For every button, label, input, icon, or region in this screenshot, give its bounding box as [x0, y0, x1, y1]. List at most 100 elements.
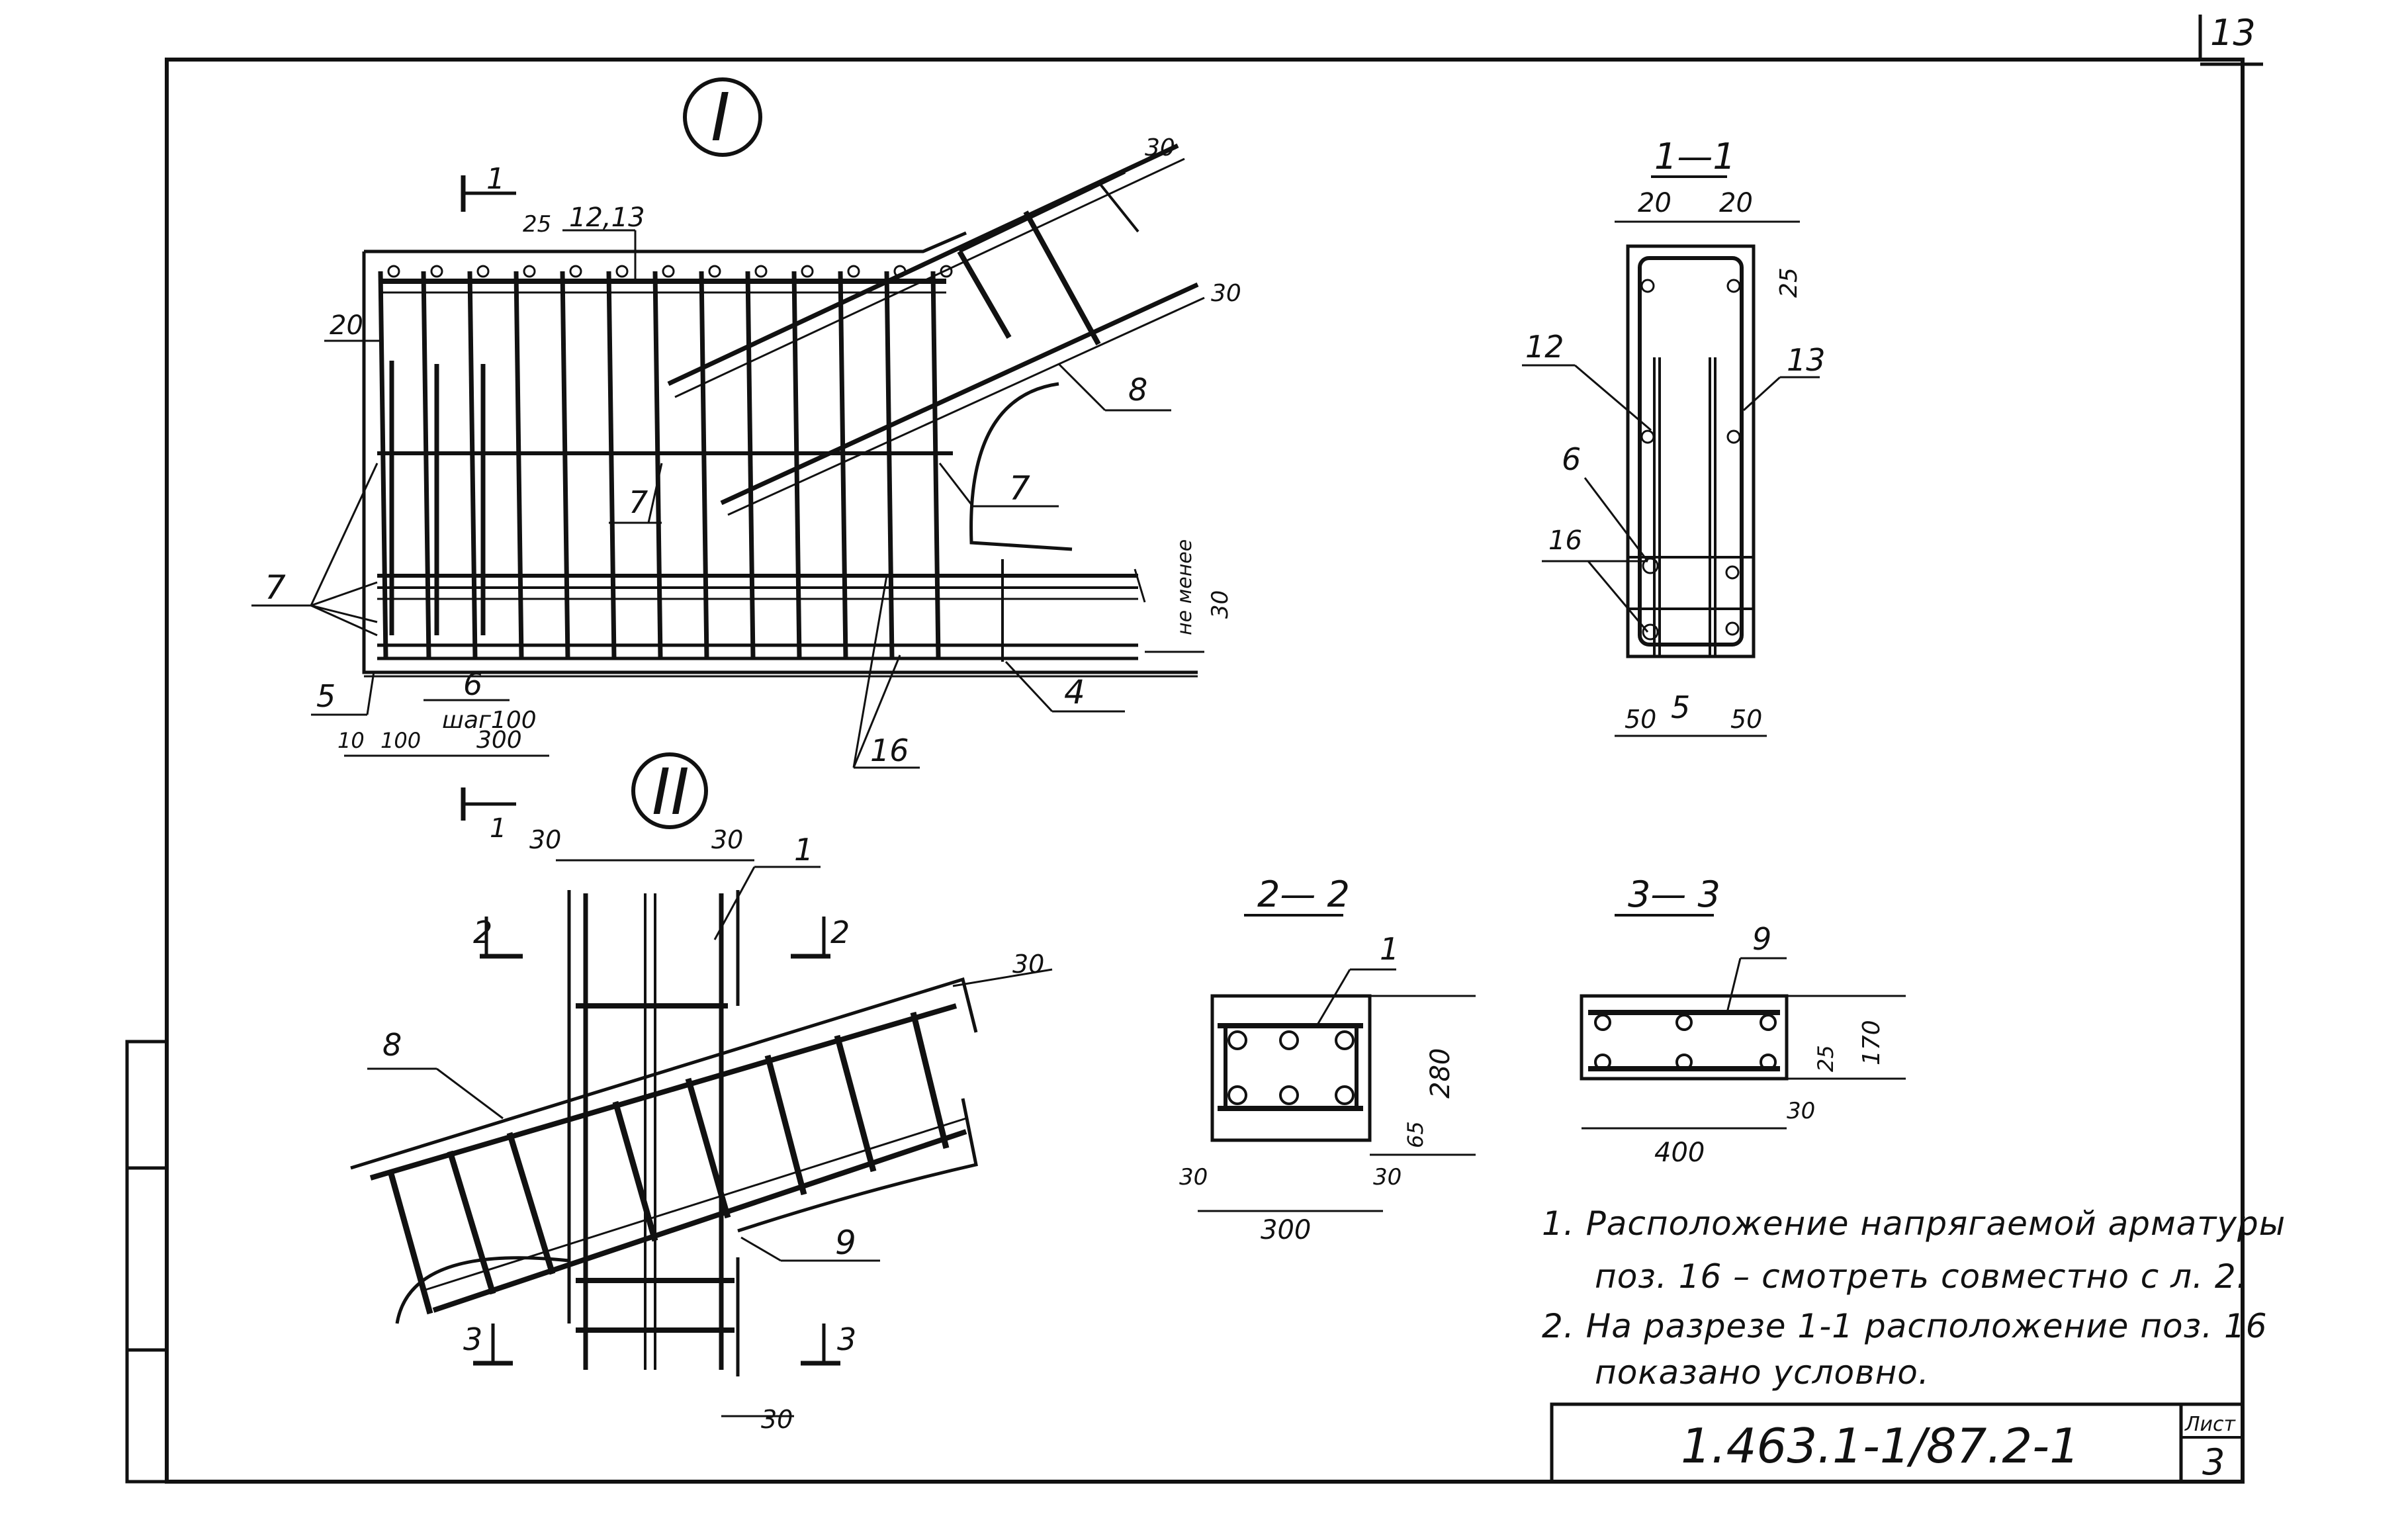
node-2-stirrups	[387, 1011, 950, 1315]
stamp-sheet-number: 3	[2202, 1441, 2225, 1483]
note-2-line-1: 2. На разрезе 1-1 расположение поз. 16	[1542, 1307, 2268, 1345]
label-5-top: 5	[316, 678, 335, 714]
bar-dot-1-4	[523, 265, 536, 278]
section-3-3-title: 3— 3	[1628, 874, 1720, 915]
section-2-2-drawing	[1210, 994, 1372, 1142]
note-2-line-2: показано условно.	[1595, 1353, 1930, 1392]
bar-dot-1-2	[430, 265, 443, 278]
stirrup-2-5	[685, 1077, 731, 1219]
label-2-right: 2	[830, 915, 850, 950]
label-5-sec: 5	[1671, 690, 1690, 725]
stirrup-1-5	[560, 271, 570, 659]
label-1-sec2: 1	[1380, 931, 1399, 967]
note-1-line-2: поз. 16 – смотреть совместно с л. 2.	[1595, 1257, 2248, 1296]
dim-280: 280	[1425, 1048, 1456, 1099]
stirrup-1-11	[838, 271, 848, 659]
section-1-1-labels: 20 20 25 12 13 6 16 50 5 50	[1522, 188, 1826, 737]
bar-dot-1-7	[662, 265, 675, 278]
stirrup-1-13	[930, 271, 941, 659]
stirrup-1-1	[378, 271, 388, 659]
stirrup-1-3	[467, 271, 478, 659]
stirrup-1-10	[791, 271, 802, 659]
section-3-3-labels: 9 170 25 30 400	[1582, 921, 1906, 1168]
label-not-less: не менее	[1173, 539, 1196, 635]
section-2-2-title: 2— 2	[1257, 874, 1350, 915]
bar-dot-1-10	[801, 265, 814, 278]
label-16-top: 16	[870, 733, 909, 768]
label-8-node2: 8	[382, 1027, 402, 1063]
stirrup-1-9	[745, 271, 756, 659]
dim-100: 100	[380, 728, 421, 753]
dim-300-sec2: 300	[1261, 1215, 1311, 1245]
note-1-line-1: 1. Расположение напрягаемой арматуры	[1542, 1204, 2286, 1243]
bar-dot-1-1	[387, 265, 400, 278]
node-1-numeral: I	[711, 79, 731, 156]
dim-25-sec3: 25	[1813, 1045, 1838, 1072]
node-1-title: I	[683, 77, 762, 157]
label-6-top: 6	[463, 666, 482, 702]
label-8-top: 8	[1128, 372, 1147, 408]
section-2-2-labels: 1 280 65 30 30 300	[1179, 931, 1476, 1245]
label-6-sec: 6	[1562, 441, 1581, 477]
stirrup-1-8	[699, 271, 709, 659]
sheet-frame	[125, 15, 2263, 1484]
label-section-cut-1: 1	[486, 162, 505, 196]
node-2-drawing	[350, 890, 978, 1376]
dim-20-b: 20	[1719, 188, 1753, 218]
dim-170: 170	[1858, 1020, 1885, 1065]
dim-30-col-b: 30	[711, 825, 743, 854]
section-1-1-title: 1—1	[1654, 136, 1736, 177]
label-12-13: 12,13	[569, 202, 645, 233]
stirrup-2-1	[387, 1170, 433, 1315]
bar-dot-1-5	[569, 265, 582, 278]
stirrup-2-4	[612, 1100, 658, 1242]
label-9-node2: 9	[835, 1224, 856, 1262]
stirrup-2-8	[910, 1011, 950, 1149]
label-7-right: 7	[1009, 469, 1030, 508]
label-13: 13	[1787, 342, 1826, 378]
dim-20-left: 20	[330, 310, 363, 341]
label-12: 12	[1525, 329, 1564, 365]
dim-10: 10	[337, 728, 365, 753]
dim-30-col-a: 30	[529, 825, 561, 854]
stamp-sheet-label: Лист	[2184, 1413, 2237, 1436]
dim-25-right: 25	[1775, 267, 1803, 298]
dim-30-sec2-b: 30	[1373, 1164, 1402, 1190]
stirrup-1-4	[513, 271, 524, 659]
label-9-sec3: 9	[1752, 921, 1771, 957]
stirrup-1-12	[884, 271, 895, 659]
label-2-left: 2	[473, 915, 492, 950]
dim-50-a: 50	[1625, 705, 1656, 734]
stirrup-1-6	[606, 271, 617, 659]
label-1-node2: 1	[794, 832, 813, 868]
node-1-stirrups	[378, 265, 953, 659]
label-7-mid: 7	[629, 484, 648, 520]
bar-dot-1-8	[708, 265, 721, 278]
stirrup-1-2	[421, 271, 431, 659]
bar-dot-1-11	[847, 265, 860, 278]
dim-30-sec3: 30	[1787, 1098, 1815, 1124]
label-3-left: 3	[463, 1322, 482, 1357]
stirrup-2-6	[764, 1054, 807, 1196]
section-3-3-drawing	[1580, 994, 1789, 1081]
node-2-labels: 30 30 1 2 2 30 8 9 3 3 30	[367, 825, 1053, 1434]
bar-dot-1-13	[940, 265, 953, 278]
dim-30-sec2-a: 30	[1179, 1164, 1208, 1190]
label-3-right: 3	[837, 1322, 856, 1357]
dim-20-a: 20	[1638, 188, 1672, 218]
stirrup-2-3	[506, 1132, 556, 1275]
dim-30-b: 30	[1211, 280, 1241, 307]
node-1-labels: 1 12,13 25 20 7 7 7 8 30 30 не менее 30 …	[251, 134, 1241, 769]
sheet-number-top: 13	[2210, 12, 2256, 54]
bar-dot-1-6	[615, 265, 629, 278]
label-16-sec: 16	[1548, 525, 1582, 556]
dim-30-bottom: 30	[761, 1405, 793, 1434]
stamp-doc-code: 1.463.1-1/87.2-1	[1681, 1418, 2080, 1474]
dim-50-b: 50	[1730, 705, 1762, 734]
dim-30-vert: 30	[1207, 590, 1233, 619]
section-1-1-drawing	[1626, 244, 1756, 658]
bar-dot-1-9	[754, 265, 768, 278]
label-step: шаг100	[442, 707, 537, 734]
label-section-cut-1b: 1	[490, 813, 506, 844]
